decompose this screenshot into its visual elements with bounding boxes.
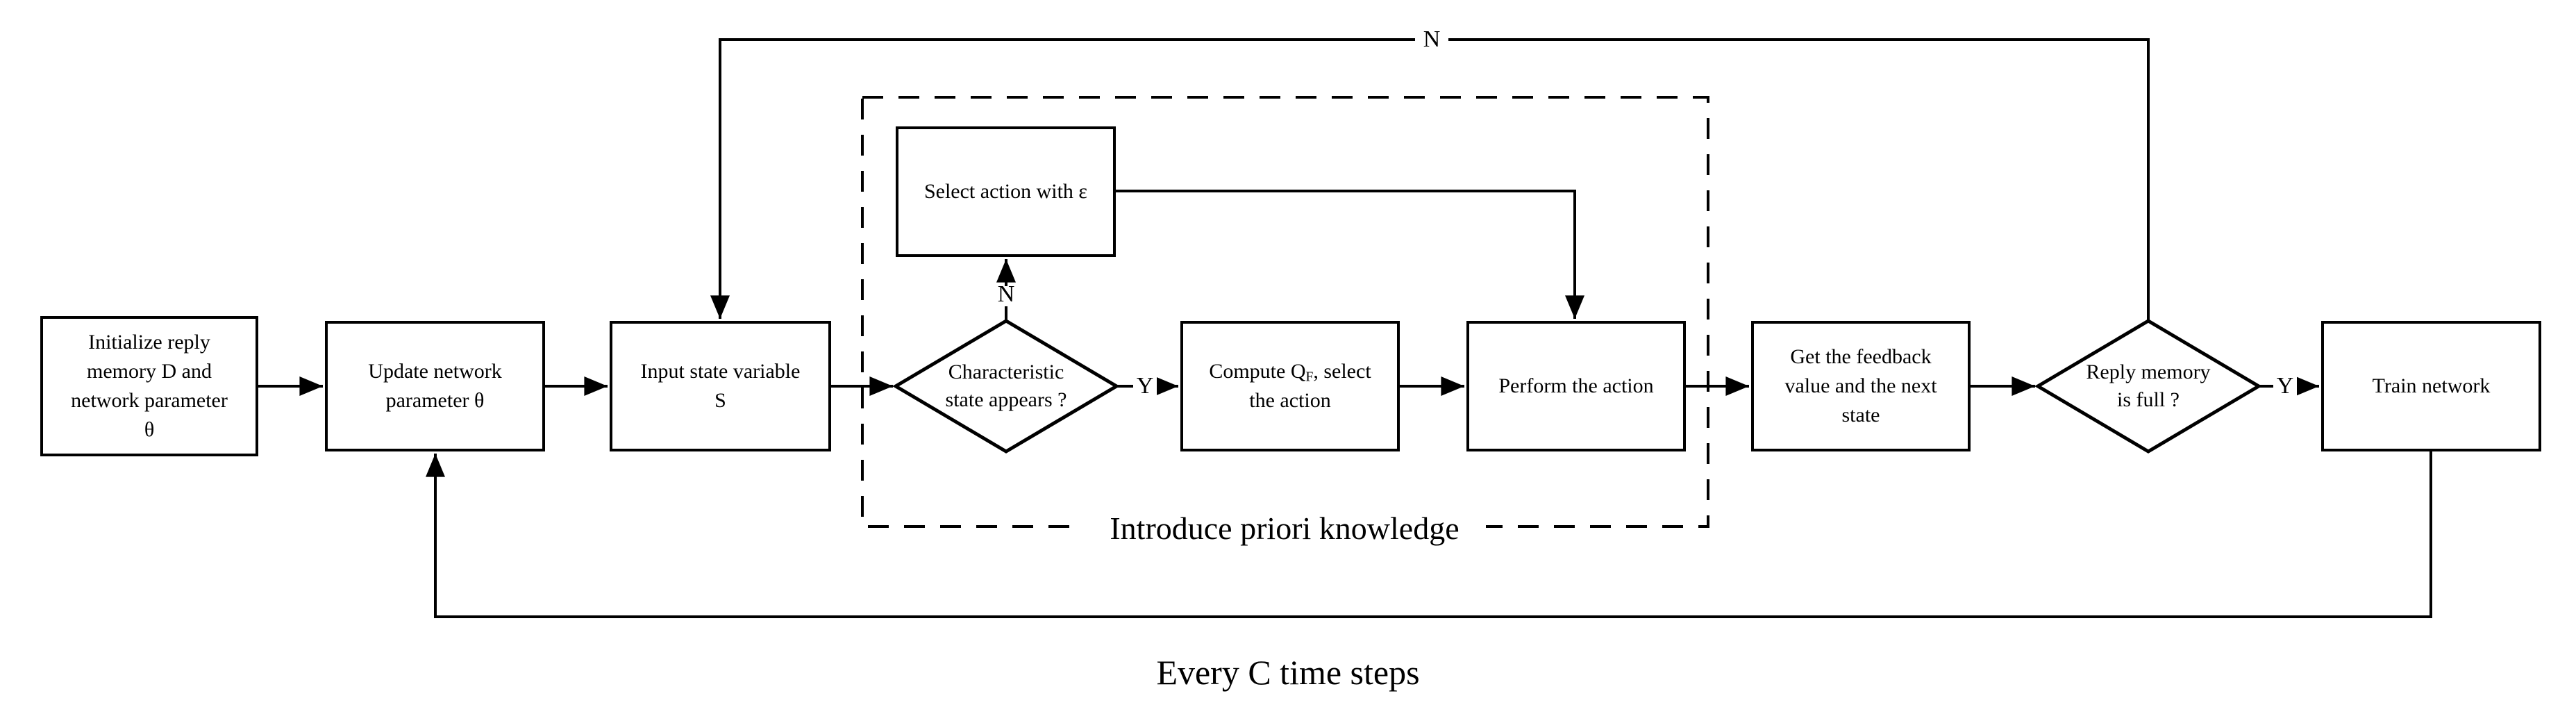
label-char-no: N (997, 281, 1015, 307)
qf-subscript: F (1305, 369, 1314, 384)
flow-box-perform-action-label: Perform the action (1498, 374, 1654, 397)
diamond-reply-memory (2034, 319, 2262, 454)
flow-box-train-network-label: Train network (2372, 374, 2491, 397)
flow-box-select-action-epsilon-label: Select action with ε (923, 180, 1088, 203)
arrow-select-to-perform (1114, 190, 1584, 319)
flow-box-train-network: Train network (2321, 321, 2541, 451)
arrow-train-to-update (426, 451, 2432, 618)
label-char-yes: Y (1133, 371, 1157, 401)
flow-box-perform-action: Perform the action (1466, 321, 1686, 451)
caption-introduce-priori-knowledge: Introduce priori knowledge (1083, 507, 1486, 549)
flow-box-select-action-epsilon: Select action with ε (896, 126, 1116, 257)
flow-box-compute-qf: Compute QF, select the action (1180, 321, 1400, 451)
diamond-characteristic-state (892, 319, 1120, 454)
label-memory-no: N (1415, 24, 1448, 56)
flow-box-compute-qf-label: Compute QF, select the action (1209, 359, 1371, 413)
caption-every-c-time-steps: Every C time steps (1156, 653, 1420, 692)
label-memory-yes: Y (2273, 371, 2297, 401)
